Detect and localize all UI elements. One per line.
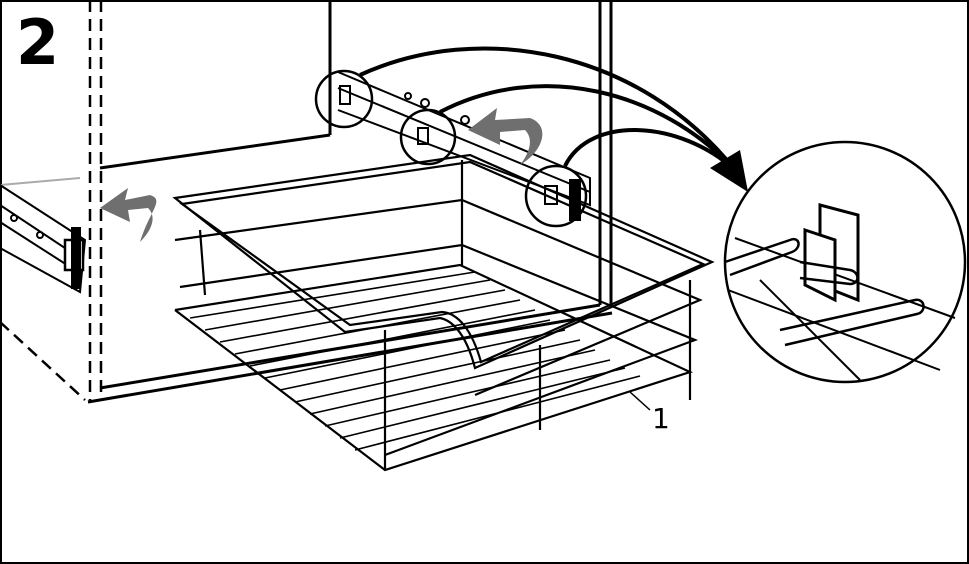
left-drawer-rail bbox=[0, 183, 87, 294]
zoom-detail bbox=[723, 140, 967, 384]
cabinet bbox=[0, 0, 613, 404]
step-number: 2 bbox=[16, 6, 60, 79]
wire-basket bbox=[172, 153, 715, 472]
detail-circles bbox=[314, 69, 588, 228]
part-label: 1 bbox=[652, 402, 670, 435]
part-leader-line bbox=[629, 391, 651, 411]
callout-arrowhead bbox=[710, 150, 748, 192]
callout-arrows bbox=[359, 46, 737, 172]
rotation-arrows bbox=[100, 108, 543, 242]
